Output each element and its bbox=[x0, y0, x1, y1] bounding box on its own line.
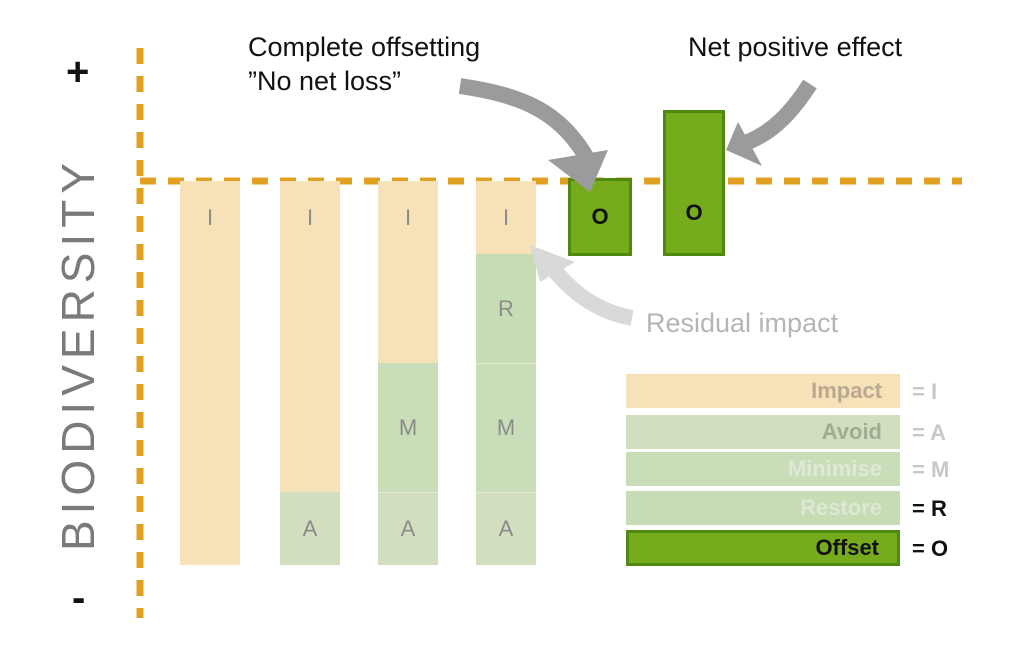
legend-impact-label: Impact bbox=[811, 378, 882, 403]
bar-4-minimise-label: M bbox=[496, 415, 516, 440]
legend-offset-eq: = O bbox=[912, 536, 949, 561]
bar-3-avoid: A bbox=[378, 492, 438, 565]
bar-4-restore: R bbox=[476, 254, 536, 363]
plus-sign: + bbox=[66, 50, 90, 94]
arrow-residual-impact bbox=[530, 245, 634, 326]
legend-minimise: Minimise bbox=[626, 452, 900, 486]
bar-4-restore-label: R bbox=[498, 295, 514, 321]
legend-offset: Offset bbox=[626, 530, 900, 566]
bar-2-avoid: A bbox=[280, 492, 340, 565]
legend-restore: Restore bbox=[626, 491, 900, 525]
offset-bar-net-positive: O bbox=[663, 110, 725, 256]
bar-2-impact: I bbox=[280, 181, 340, 492]
bar-2-avoid-label: A bbox=[302, 515, 318, 541]
bar-3-impact: I bbox=[378, 181, 438, 363]
legend-restore-eq: = R bbox=[912, 496, 947, 521]
callout-residual-impact: Residual impact bbox=[646, 308, 839, 338]
legend-impact: Impact bbox=[626, 374, 900, 408]
callout-complete-line1: Complete offsetting bbox=[248, 32, 481, 62]
offset-bar-complete-label: O bbox=[591, 204, 609, 229]
offset-bar-complete: O bbox=[568, 178, 632, 256]
callout-net-positive: Net positive effect bbox=[688, 32, 903, 62]
offset-bar-net-positive-label: O bbox=[685, 200, 703, 225]
legend-avoid-eq: = A bbox=[912, 420, 947, 445]
legend-impact-eq: = I bbox=[912, 379, 938, 404]
bar-4-impact: I bbox=[476, 181, 536, 254]
bar-1-impact-label: I bbox=[206, 205, 214, 230]
legend-minimise-label: Minimise bbox=[787, 456, 882, 481]
legend-restore-label: Restore bbox=[800, 495, 882, 520]
bar-3-avoid-label: A bbox=[400, 516, 416, 541]
bar-4-impact-label: I bbox=[502, 205, 510, 230]
bar-4-avoid-label: A bbox=[498, 516, 514, 541]
minus-sign: - bbox=[72, 576, 86, 620]
bar-4-minimise: M bbox=[476, 363, 536, 492]
bar-3-minimise-label: M bbox=[398, 414, 418, 440]
callout-complete-offsetting: Complete offsetting ”No net loss” bbox=[248, 30, 480, 98]
bar-1-impact: I bbox=[180, 181, 240, 565]
legend-offset-label: Offset bbox=[815, 535, 879, 560]
callout-complete-line2: ”No net loss” bbox=[248, 66, 402, 96]
bar-3-impact-label: I bbox=[404, 205, 412, 230]
legend-avoid-label: Avoid bbox=[821, 419, 882, 444]
bar-4-avoid: A bbox=[476, 492, 536, 565]
bar-2-impact-label: I bbox=[306, 205, 314, 230]
arrow-net-positive bbox=[726, 79, 817, 166]
arrow-complete-offsetting bbox=[458, 78, 608, 192]
bar-3-minimise: M bbox=[378, 363, 438, 492]
legend-avoid: Avoid bbox=[626, 415, 900, 449]
legend-minimise-eq: = M bbox=[912, 457, 950, 482]
